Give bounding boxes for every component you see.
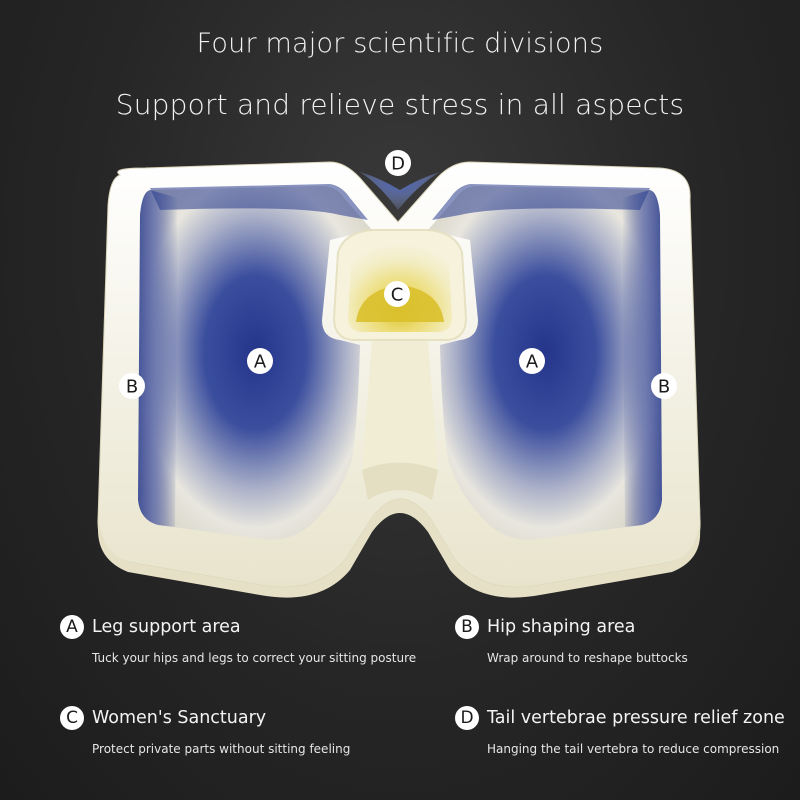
legend-description: Protect private parts without sitting fe…	[92, 742, 351, 756]
legend-title: Women's Sanctuary	[92, 708, 267, 728]
tail-relief-notch	[360, 172, 440, 210]
legend-item-leg-support: A Leg support area Tuck your hips and le…	[60, 613, 430, 665]
svg-text:A: A	[526, 352, 539, 373]
legend-badge-c: C	[60, 706, 84, 730]
svg-text:B: B	[658, 377, 670, 398]
marker-a-right: A	[519, 348, 545, 374]
marker-d: D	[385, 150, 411, 176]
svg-text:C: C	[391, 285, 404, 306]
center-divider	[362, 340, 438, 470]
legend-title: Hip shaping area	[487, 617, 636, 637]
legend-description: Tuck your hips and legs to correct your …	[92, 651, 417, 665]
legend-title: Leg support area	[92, 617, 241, 637]
headline-secondary: Support and relieve stress in all aspect…	[115, 88, 685, 121]
legend-badge-b: B	[455, 615, 479, 639]
legend-badge-a: A	[60, 615, 84, 639]
legend-description: Wrap around to reshape buttocks	[487, 651, 688, 665]
svg-text:B: B	[126, 377, 138, 398]
legend-item-womens-sanctuary: C Women's Sanctuary Protect private part…	[60, 704, 430, 756]
legend-item-tail-relief: D Tail vertebrae pressure relief zone Ha…	[455, 704, 800, 756]
legend-description: Hanging the tail vertebra to reduce comp…	[487, 742, 780, 756]
legend-item-hip-shaping: B Hip shaping area Wrap around to reshap…	[455, 613, 800, 665]
svg-text:D: D	[391, 154, 405, 175]
legend-badge-d: D	[455, 706, 479, 730]
svg-text:A: A	[254, 352, 267, 373]
marker-b-right: B	[651, 373, 677, 399]
leg-support-zone-right	[428, 186, 662, 540]
marker-b-left: B	[119, 373, 145, 399]
headline-primary: Four major scientific divisions	[196, 28, 604, 59]
legend-title: Tail vertebrae pressure relief zone	[487, 708, 785, 728]
marker-c: C	[384, 281, 410, 307]
marker-a-left: A	[247, 348, 273, 374]
